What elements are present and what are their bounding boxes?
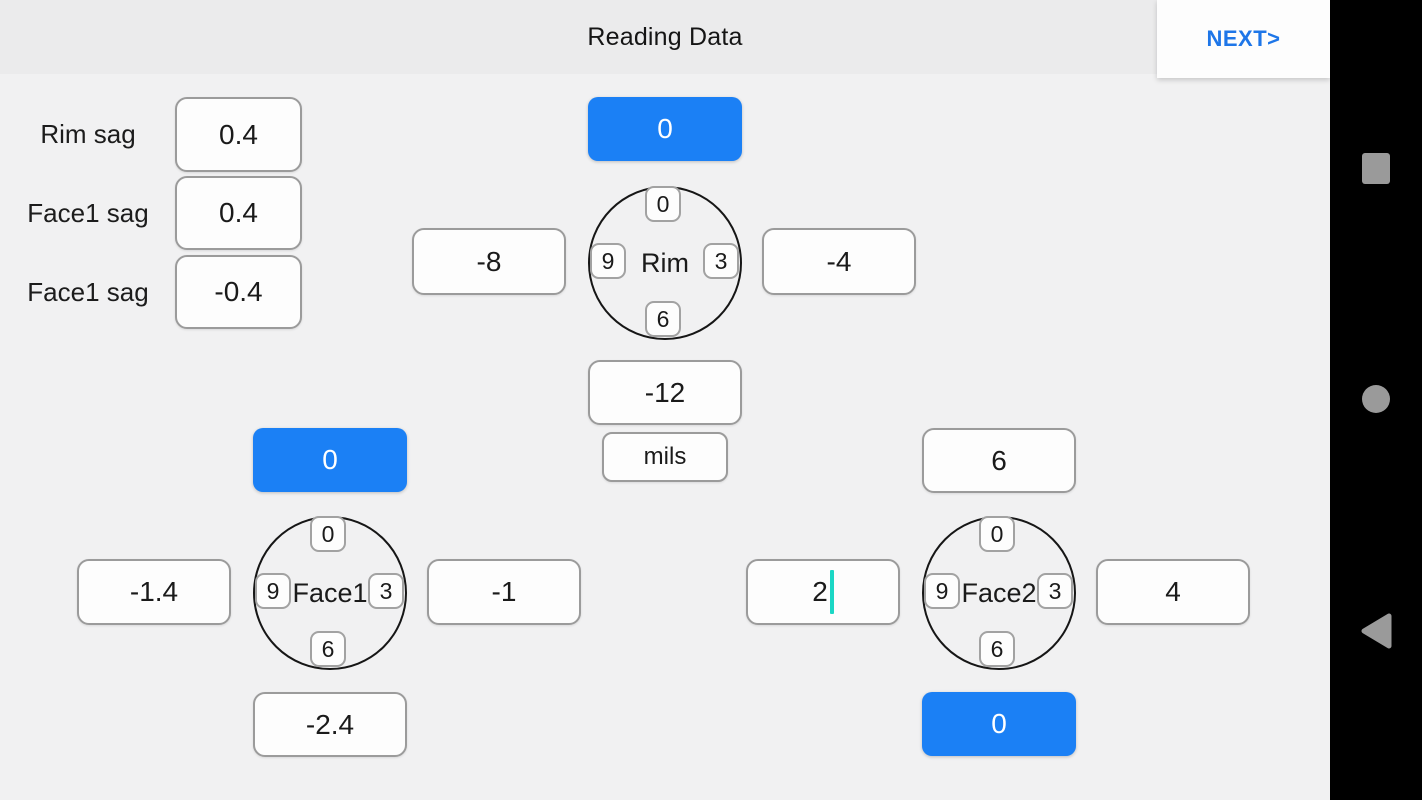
rim-right-input[interactable]: -4 bbox=[762, 228, 916, 295]
next-button-label: NEXT> bbox=[1206, 26, 1281, 51]
android-nav-bar bbox=[1330, 0, 1422, 800]
rim-pos-9: 9 bbox=[590, 243, 626, 279]
face2-right-input[interactable]: 4 bbox=[1096, 559, 1250, 625]
face2-pos-3: 3 bbox=[1037, 573, 1073, 609]
home-circle-icon[interactable] bbox=[1362, 385, 1390, 413]
face2-left-input-value: 2 bbox=[812, 576, 828, 607]
face1-pos-0: 0 bbox=[310, 516, 346, 552]
rim-bottom-input[interactable]: -12 bbox=[588, 360, 742, 425]
face2-pos-9: 9 bbox=[924, 573, 960, 609]
units-button[interactable]: mils bbox=[602, 432, 728, 482]
page-title: Reading Data bbox=[587, 22, 743, 51]
face2-pos-6: 6 bbox=[979, 631, 1015, 667]
face1-left-input[interactable]: -1.4 bbox=[77, 559, 231, 625]
rim-sag-label: Rim sag bbox=[40, 119, 136, 149]
face2-top-input[interactable]: 6 bbox=[922, 428, 1076, 493]
face1-sag-input[interactable]: 0.4 bbox=[175, 176, 302, 250]
rim-pos-6: 6 bbox=[645, 301, 681, 337]
face2-zero-button[interactable]: 0 bbox=[922, 692, 1076, 756]
rim-zero-button[interactable]: 0 bbox=[588, 97, 742, 161]
next-button[interactable]: NEXT> bbox=[1157, 0, 1330, 78]
face1-sag-label-2: Face1 sag bbox=[27, 277, 149, 307]
rim-pos-3: 3 bbox=[703, 243, 739, 279]
face1-pos-3: 3 bbox=[368, 573, 404, 609]
face1-pos-9: 9 bbox=[255, 573, 291, 609]
face1-sag-input-2[interactable]: -0.4 bbox=[175, 255, 302, 329]
recents-square-icon[interactable] bbox=[1362, 153, 1390, 184]
rim-pos-0: 0 bbox=[645, 186, 681, 222]
text-cursor bbox=[829, 570, 834, 614]
face1-pos-6: 6 bbox=[310, 631, 346, 667]
back-triangle-icon[interactable] bbox=[1358, 611, 1394, 651]
rim-left-input[interactable]: -8 bbox=[412, 228, 566, 295]
face2-left-input[interactable]: 2 bbox=[746, 559, 900, 625]
top-bar bbox=[0, 0, 1330, 74]
face1-sag-label: Face1 sag bbox=[27, 198, 149, 228]
rim-sag-input[interactable]: 0.4 bbox=[175, 97, 302, 172]
face1-zero-button[interactable]: 0 bbox=[253, 428, 407, 492]
face1-bottom-input[interactable]: -2.4 bbox=[253, 692, 407, 757]
face2-pos-0: 0 bbox=[979, 516, 1015, 552]
app-area: Reading Data NEXT> Rim sag 0.4 Face1 sag… bbox=[0, 0, 1330, 800]
face1-right-input[interactable]: -1 bbox=[427, 559, 581, 625]
